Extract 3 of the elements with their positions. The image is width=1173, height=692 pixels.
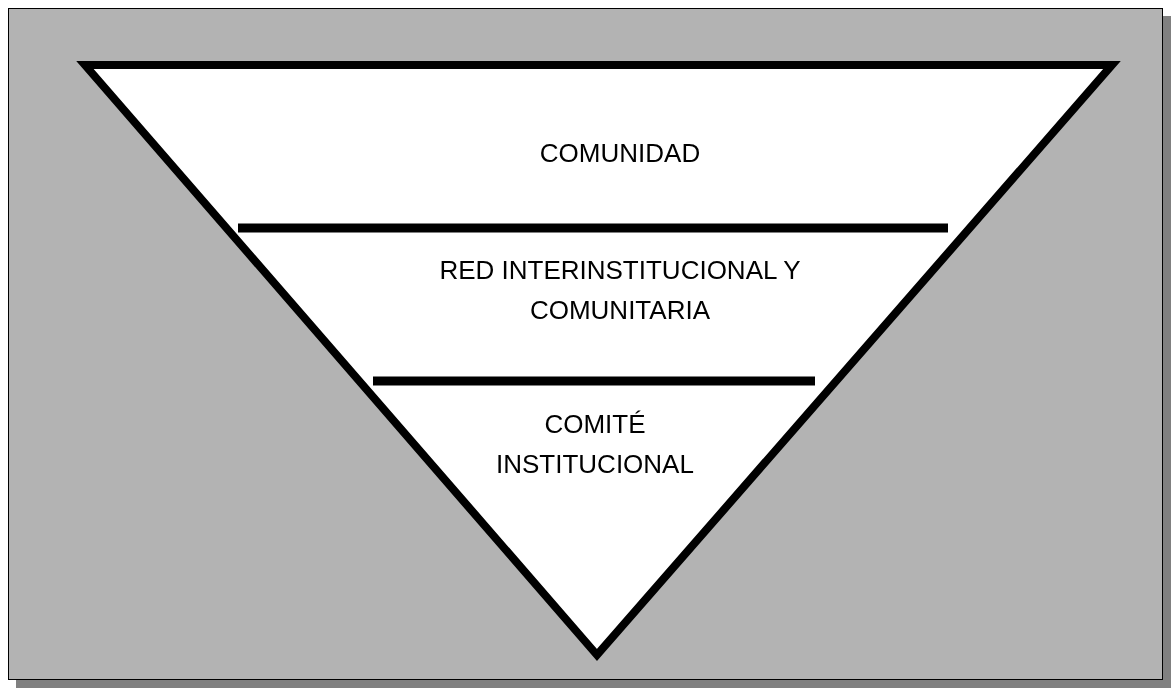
tier-label: COMITÉ INSTITUCIONAL — [495, 408, 695, 481]
tier-label: COMUNIDAD — [538, 137, 702, 170]
tier-label: RED INTERINSTITUCIONAL Y COMUNITARIA — [438, 254, 802, 327]
